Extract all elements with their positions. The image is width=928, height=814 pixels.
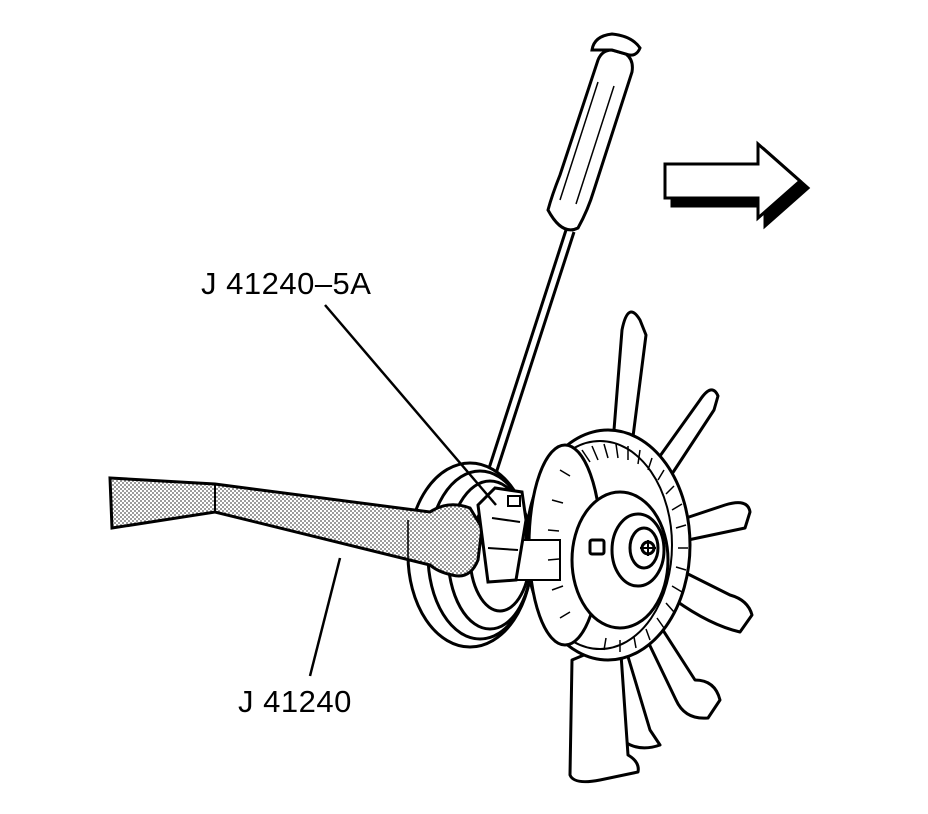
screwdriver (480, 32, 642, 493)
fan-clutch (509, 428, 692, 662)
callout-holding-tool: J 41240–5A (201, 266, 372, 301)
clutch-nut-holder (476, 486, 528, 584)
spanner-wrench (108, 476, 484, 578)
callout-leaders (308, 304, 497, 677)
fan-blades (568, 310, 754, 784)
right-arrow-icon (663, 140, 811, 230)
callout-wrench: J 41240 (238, 684, 352, 719)
clutch-cooling-fins (547, 443, 688, 652)
